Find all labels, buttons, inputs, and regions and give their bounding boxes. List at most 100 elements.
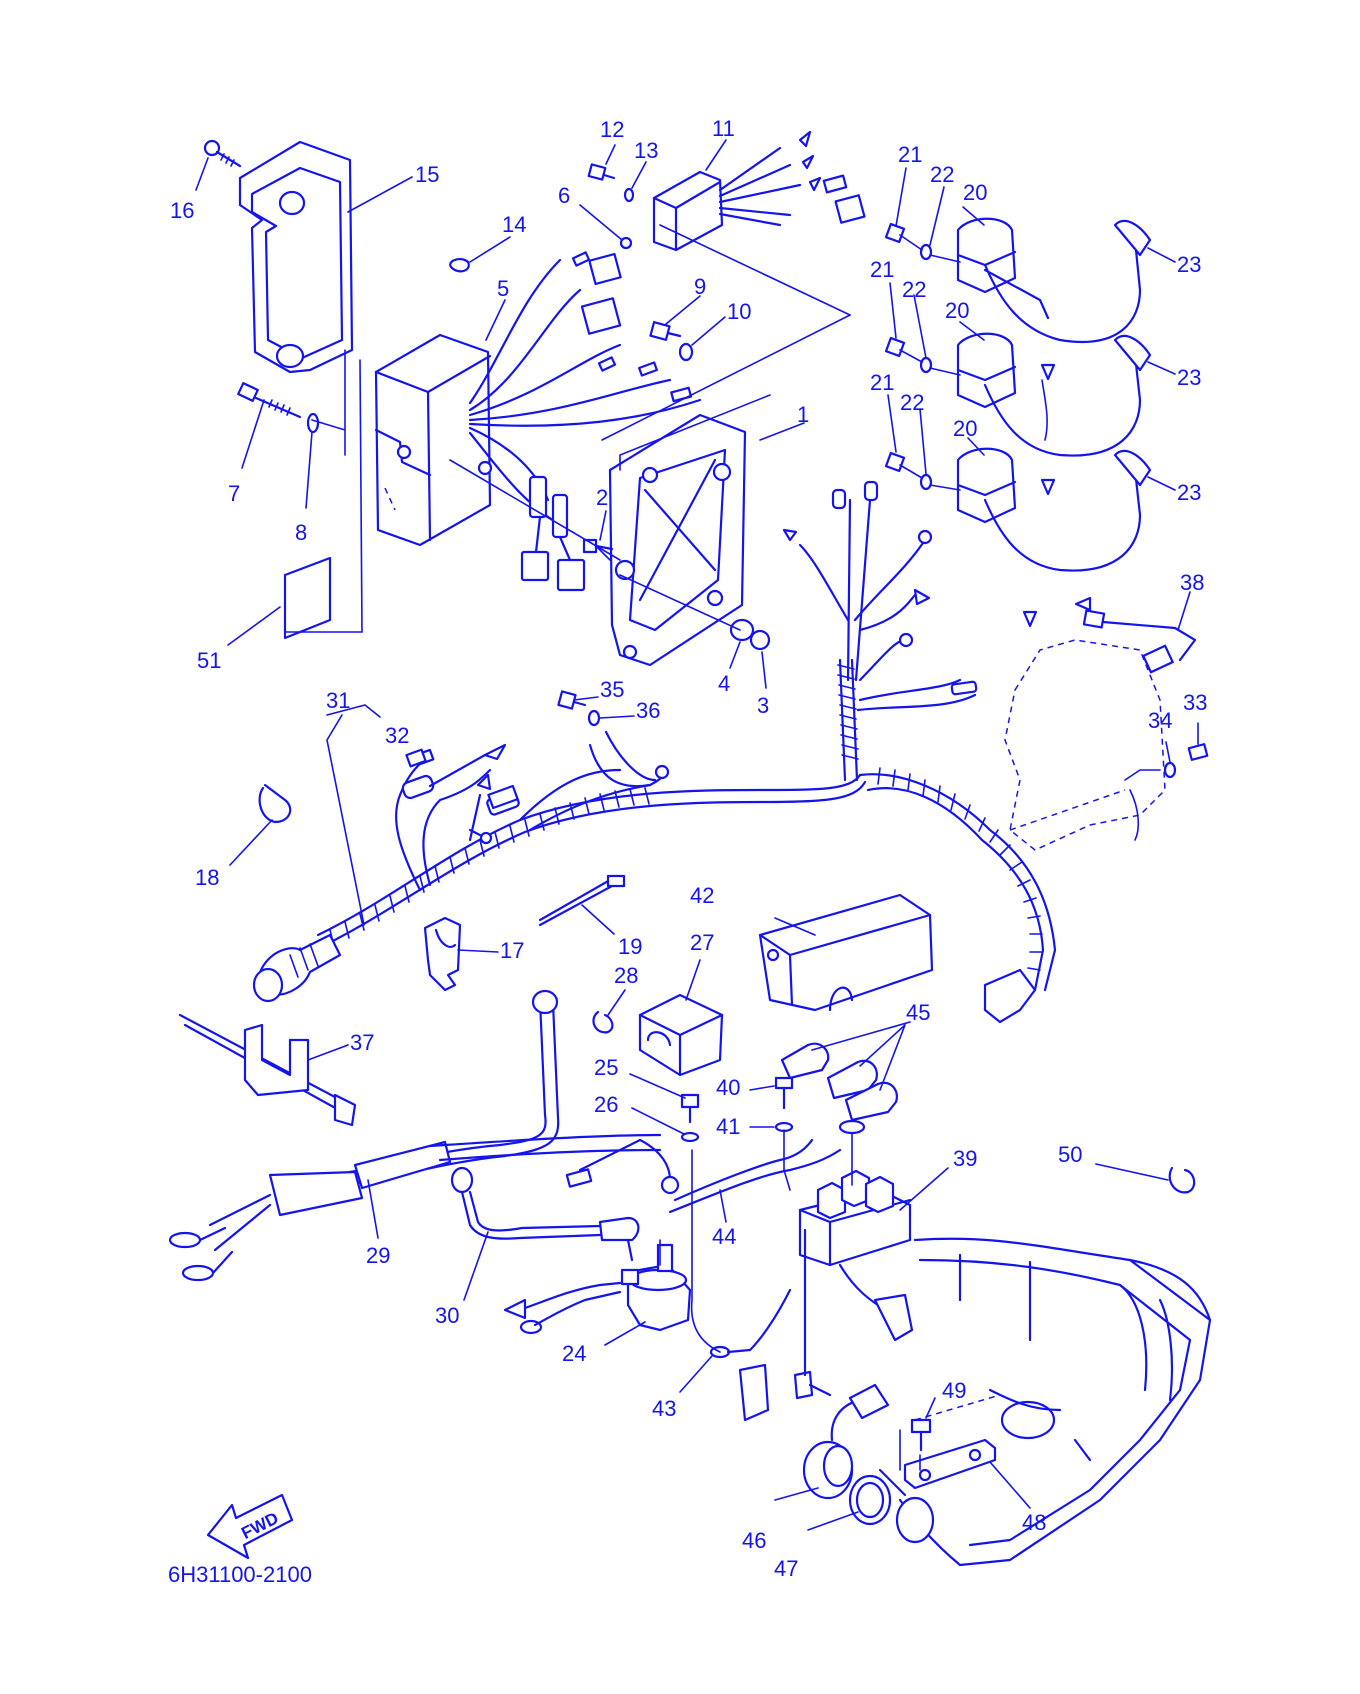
callout-23c: 23 <box>1177 480 1201 505</box>
callout-39: 39 <box>953 1146 977 1171</box>
callout-49: 49 <box>942 1378 966 1403</box>
callout-22c: 22 <box>900 390 924 415</box>
part-tie-19 <box>538 874 626 927</box>
callout-35: 35 <box>600 677 624 702</box>
callout-45: 45 <box>906 1000 930 1025</box>
callout-1: 1 <box>797 402 809 427</box>
callout-23a: 23 <box>1177 252 1201 277</box>
part-screw-16 <box>203 139 242 168</box>
diagram-code: 6H31100-2100 <box>168 1562 312 1587</box>
engine-block-outline <box>1004 639 1166 851</box>
part-washer-34 <box>1163 761 1177 779</box>
part-clamp-50 <box>1168 1166 1196 1194</box>
leader-lines <box>284 224 1161 1471</box>
callout-5: 5 <box>497 276 509 301</box>
part-washer-13 <box>623 187 635 203</box>
part-sensor-38 <box>1074 596 1197 674</box>
callout-27: 27 <box>690 930 714 955</box>
part-clamp-37 <box>178 1013 357 1127</box>
callout-3: 3 <box>757 693 769 718</box>
part-washer-8 <box>306 412 320 434</box>
callout-20b: 20 <box>945 298 969 323</box>
callout-14: 14 <box>502 212 526 237</box>
part-label-51 <box>283 556 332 640</box>
part-clamp-17 <box>423 916 462 992</box>
part-relay-24 <box>503 1243 692 1335</box>
callout-21a: 21 <box>898 142 922 167</box>
fwd-arrow-icon: FWD <box>206 1493 294 1560</box>
part-drawings <box>168 130 1212 1567</box>
callout-8: 8 <box>295 520 307 545</box>
callouts: 1 2 3 4 5 6 7 8 9 10 11 12 13 14 15 16 1… <box>170 116 1207 1581</box>
part-bolt-35 <box>557 690 587 710</box>
part-battery-cable-29 <box>168 989 680 1282</box>
part-washers-22 <box>919 243 933 491</box>
callout-46: 46 <box>742 1528 766 1553</box>
part-clamp-28 <box>592 1010 614 1034</box>
part-bolt-40 <box>774 1076 794 1110</box>
part-cover-42 <box>758 893 934 1012</box>
callout-7: 7 <box>228 481 240 506</box>
callout-6: 6 <box>558 183 570 208</box>
callout-41: 41 <box>716 1114 740 1139</box>
part-bolt-25 <box>680 1093 700 1124</box>
part-cover-27 <box>638 993 724 1077</box>
part-main-harness-31 <box>252 743 1057 1024</box>
part-caps-45 <box>780 1042 898 1122</box>
callout-20a: 20 <box>963 180 987 205</box>
part-lead-44 <box>668 1119 866 1214</box>
callout-11: 11 <box>712 116 735 141</box>
callout-30: 30 <box>435 1303 459 1328</box>
part-bracket-48 <box>903 1438 997 1490</box>
callout-22b: 22 <box>902 277 926 302</box>
part-washer-10 <box>678 342 694 362</box>
part-bracket-1 <box>608 413 747 667</box>
callout-33: 33 <box>1183 690 1207 715</box>
callout-19: 19 <box>618 934 642 959</box>
part-relay-39 <box>798 1169 914 1342</box>
callout-20c: 20 <box>953 416 977 441</box>
callout-18: 18 <box>195 865 219 890</box>
callout-23b: 23 <box>1177 365 1201 390</box>
callout-47: 47 <box>774 1556 798 1581</box>
callout-13: 13 <box>634 138 658 163</box>
callout-28: 28 <box>614 963 638 988</box>
callout-12: 12 <box>600 117 624 142</box>
callout-38: 38 <box>1180 570 1204 595</box>
part-ignition-coils-20 <box>956 217 1152 628</box>
lower-cowling <box>878 1237 1212 1567</box>
part-grommet-4 <box>729 618 755 642</box>
part-collar-3 <box>749 629 771 651</box>
part-cdi-wiring <box>468 251 702 592</box>
callout-32: 32 <box>385 723 409 748</box>
part-unit-11 <box>652 130 866 252</box>
part-ground-lead <box>604 730 657 782</box>
callout-36: 36 <box>636 698 660 723</box>
part-leads-43 <box>709 1228 832 1422</box>
callout-40: 40 <box>716 1075 740 1100</box>
callout-31: 31 <box>326 688 350 713</box>
callout-21c: 21 <box>870 370 894 395</box>
callout-17: 17 <box>500 938 524 963</box>
callout-16: 16 <box>170 198 194 223</box>
part-bolt-9 <box>649 321 682 341</box>
part-connector-32 <box>405 748 427 768</box>
callout-43: 43 <box>652 1396 676 1421</box>
callout-10: 10 <box>727 299 751 324</box>
part-washer-36 <box>587 709 601 727</box>
callout-51: 51 <box>197 648 221 673</box>
callout-34: 34 <box>1148 708 1172 733</box>
callout-42: 42 <box>690 883 714 908</box>
part-bolt-7 <box>237 382 302 419</box>
part-switch-46 <box>802 1383 890 1500</box>
part-washer-26 <box>680 1131 700 1143</box>
part-screw-12 <box>587 163 616 181</box>
part-cover-15 <box>238 140 354 374</box>
part-screw-49 <box>910 1418 932 1452</box>
part-clamp-14 <box>449 258 470 273</box>
callout-4: 4 <box>718 671 730 696</box>
part-wire-loom <box>782 480 978 782</box>
part-cdi-unit-5 <box>374 333 493 547</box>
callout-50: 50 <box>1058 1142 1082 1167</box>
